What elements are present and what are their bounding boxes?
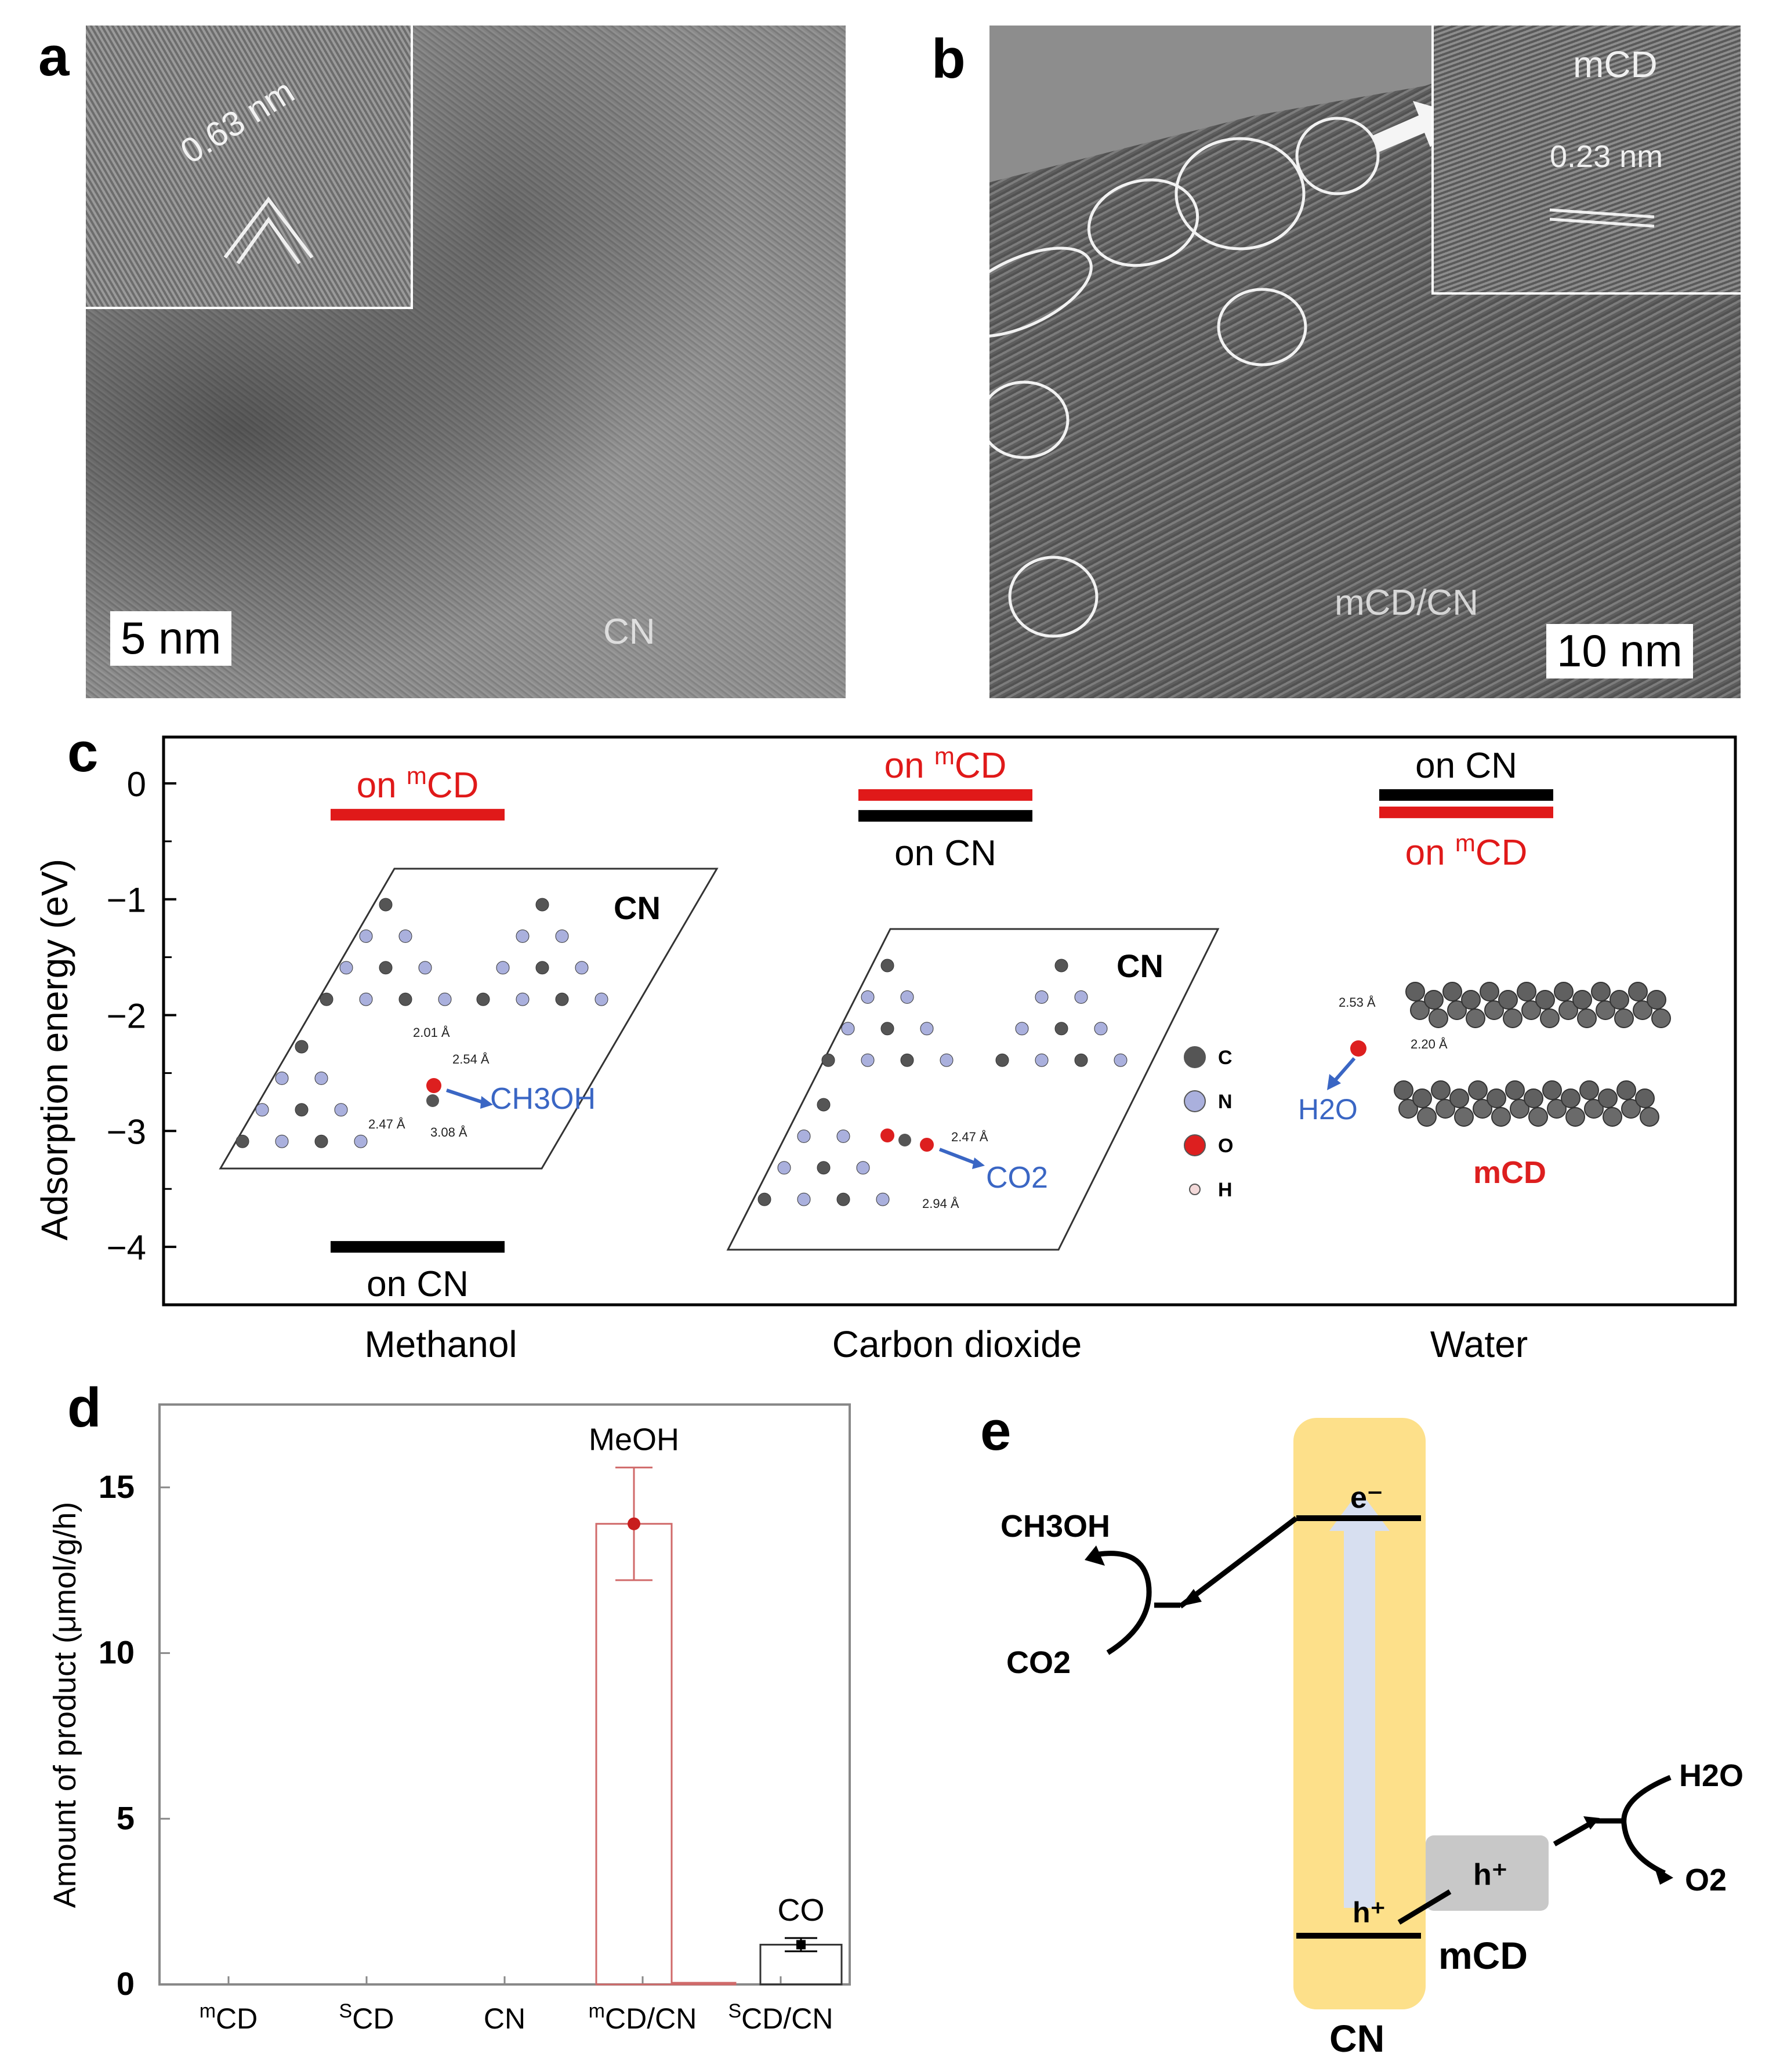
svg-text:C: C: [1218, 1047, 1232, 1069]
charge-transfer-schematic: e⁻ h⁺ h⁺ CN mCD CH3OH CO2 H2O O2: [1000, 1418, 1743, 2060]
panel-letter-a: a: [38, 26, 70, 88]
h2o-label-c: H2O: [1298, 1093, 1358, 1126]
panel-letter-c: c: [67, 721, 99, 783]
c-ytick-label: −1: [107, 881, 146, 920]
d-category-label: CN: [484, 2002, 525, 2035]
d-point-meoh: [628, 1517, 640, 1530]
arrow-icon: [480, 1096, 493, 1109]
excitation-arrow: [1329, 1490, 1390, 1908]
scale-bar-a: 5 nm: [110, 611, 232, 666]
c-ytick-label: −3: [107, 1112, 146, 1151]
lattice-marker: 0.63 nm: [173, 71, 314, 264]
electron-label: e⁻: [1350, 1481, 1383, 1515]
d-category-label: mCD: [200, 2000, 258, 2035]
d-ytick-label: 15: [99, 1468, 135, 1505]
c-category-label: Methanol: [364, 1323, 517, 1365]
cn-lattice-co2: CN CO2 2.47 Å 2.94 Å: [726, 928, 1220, 1251]
d-ytick-label: 0: [117, 1965, 135, 2002]
bond-co2-2-47: 2.47 Å: [951, 1130, 988, 1144]
c-bar-label: on CN: [367, 1264, 469, 1304]
d-category-label: SCD: [339, 2000, 394, 2035]
c-bar-mcd-2: [1379, 806, 1553, 818]
hrtem-inset: 0.63 nm: [86, 26, 413, 309]
hole-mcd-label: h⁺: [1473, 1858, 1507, 1892]
d-category-label: SCD/CN: [728, 2000, 833, 2035]
c-bar-label: on mCD: [1405, 829, 1528, 873]
inset-spacing-b: 0.23 nm: [1550, 139, 1663, 174]
bond-w-2-53: 2.53 Å: [1339, 995, 1376, 1010]
tem-image-mcd-cn: mCD 0.23 nm mCD/CN 10 nm: [989, 26, 1741, 698]
ch3oh-label: CH3OH: [490, 1082, 596, 1116]
bond-3-08: 3.08 Å: [430, 1125, 467, 1140]
d-series-label-meoh: MeOH: [589, 1423, 679, 1457]
bond-co2-2-94: 2.94 Å: [922, 1196, 959, 1211]
cn-lattice-methanol: CN CH3OH 2.01 Å 2.54 Å 2.47 Å 3.08 Å: [219, 868, 719, 1170]
c-bar-mcd-0: [331, 808, 505, 821]
cn-label-mid: CN: [1116, 948, 1163, 984]
mcd-band: [1426, 1835, 1549, 1911]
tem-image-cn: 0.63 nm CN 5 nm: [86, 26, 846, 698]
lattice-lines-b: [1549, 208, 1655, 228]
hrtem-inset-b: mCD 0.23 nm: [1431, 26, 1741, 295]
c-bar-label: on CN: [1415, 746, 1517, 786]
d-ytick-label: 5: [117, 1799, 135, 1836]
cn-label-e: CN: [1329, 2017, 1384, 2060]
c-bar-cn-1: [858, 810, 1032, 822]
c-ytick-label: −4: [107, 1228, 146, 1267]
chart-d-frame: [158, 1403, 851, 1986]
inset-title-b: mCD: [1573, 43, 1658, 85]
adsorption-energy-chart: 0 −1 −2 −3 −4 on mCD on mCD on mCD on CN on CN on…: [34, 735, 1737, 1365]
c-category-label: Water: [1430, 1323, 1528, 1365]
co2-label-e: CO2: [1006, 1645, 1071, 1680]
cn-label-left: CN: [614, 890, 661, 926]
d-series-label-co: CO: [778, 1893, 825, 1928]
arrow-icon: [1327, 1074, 1341, 1090]
chart-d-ylabel: Amount of product (μmol/g/h): [48, 1502, 82, 1908]
scale-bar-b: 10 nm: [1546, 624, 1693, 678]
hole-cn-label: h⁺: [1353, 1896, 1386, 1929]
d-point-co: [796, 1940, 806, 1950]
bond-2-01: 2.01 Å: [413, 1025, 450, 1040]
c-ytick-label: 0: [127, 765, 146, 804]
mcd-label-c: mCD: [1473, 1155, 1546, 1190]
ch3oh-label-e: CH3OH: [1000, 1509, 1110, 1544]
c-bar-mcd-1: [858, 789, 1032, 801]
inset-spacing-a: 0.63 nm: [173, 71, 300, 171]
d-ytick-label: 10: [99, 1634, 135, 1671]
bond-w-2-20: 2.20 Å: [1411, 1037, 1448, 1051]
c-ytick-label: −2: [107, 997, 146, 1036]
product-amount-chart: 0 5 10 15 mCD SCD CN mCD/CN SCD/CN MeOH CO Amoun…: [48, 1403, 851, 2035]
o2-label-e: O2: [1685, 1863, 1727, 1897]
panel-letter-b: b: [931, 28, 966, 90]
c-bar-cn-0: [331, 1241, 505, 1253]
panel-letter-d: d: [67, 1377, 102, 1439]
d-bar-meoh: [595, 1523, 673, 1986]
h2o-label-e: H2O: [1679, 1758, 1743, 1793]
c-bar-label: on mCD: [884, 742, 1007, 786]
c-bar-cn-2: [1379, 789, 1553, 801]
svg-text:O: O: [1218, 1135, 1233, 1157]
chart-c-ylabel: Adsorption energy (eV): [34, 859, 75, 1240]
co2-label-c: CO2: [986, 1161, 1048, 1195]
bond-2-47: 2.47 Å: [368, 1117, 405, 1131]
svg-text:H: H: [1218, 1179, 1232, 1201]
chart-c-frame: [162, 735, 1737, 1307]
panel-letter-e: e: [980, 1400, 1012, 1462]
material-label-cn: CN: [603, 612, 655, 652]
c-bar-label: on mCD: [357, 761, 479, 805]
c-bar-label: on CN: [894, 833, 996, 873]
d-bar-co-small: [670, 1982, 737, 1986]
arrow-icon: [972, 1157, 985, 1169]
d-category-label: mCD/CN: [589, 2000, 697, 2035]
mcd-structure: H2O mCD 2.53 Å 2.20 Å: [1298, 982, 1671, 1190]
material-label-mcd-cn: mCD/CN: [1335, 583, 1478, 623]
svg-text:N: N: [1218, 1091, 1232, 1113]
mcd-label-e: mCD: [1438, 1934, 1528, 1977]
c-category-label: Carbon dioxide: [832, 1323, 1082, 1365]
bond-2-54: 2.54 Å: [452, 1052, 490, 1066]
